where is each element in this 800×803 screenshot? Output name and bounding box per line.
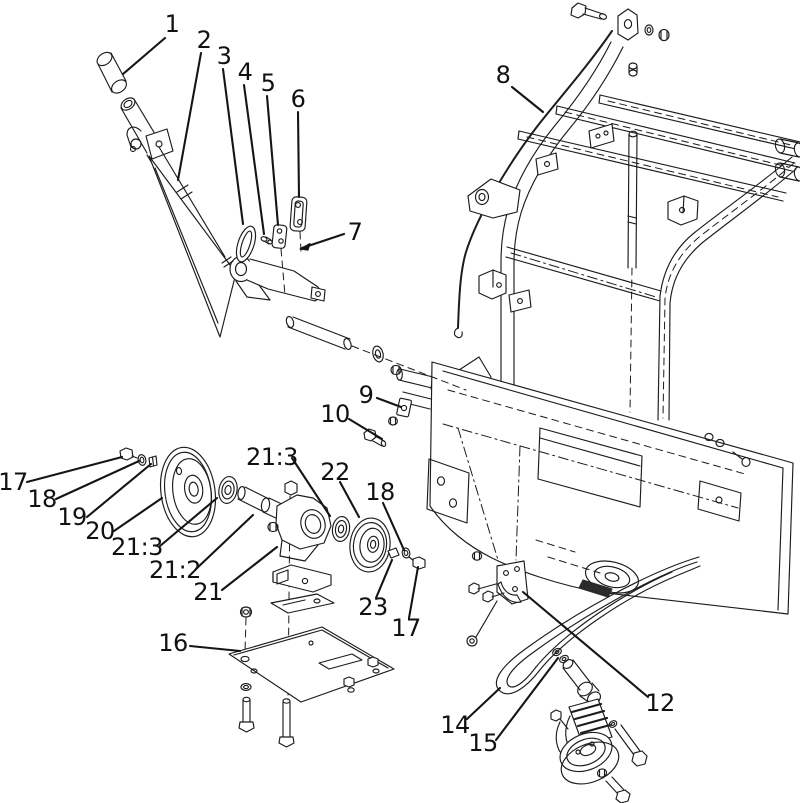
callout-leader-2-1 xyxy=(176,51,203,182)
spring-idler-part15 xyxy=(550,647,648,803)
callout-label-21:3-17: 21:3 xyxy=(246,443,298,471)
bolt-part17-right xyxy=(408,556,426,570)
callout-leader-21:3-17 xyxy=(290,456,332,518)
callout-label-5-4: 5 xyxy=(261,69,276,97)
callout-leader-8-7 xyxy=(510,85,545,114)
bolt-part17-left xyxy=(119,447,138,461)
washer-part18-right xyxy=(401,547,411,559)
frame-lower-body xyxy=(426,361,794,615)
callout-label-17-10: 17 xyxy=(0,468,28,496)
callout-leader-7-6 xyxy=(300,232,346,250)
pulley-part22 xyxy=(349,517,391,573)
idler-pulley-assembly xyxy=(119,446,426,748)
frame-weldment xyxy=(396,2,800,615)
callout-label-21:2-15: 21:2 xyxy=(149,556,201,584)
callout-leader-17-21 xyxy=(407,565,420,620)
tab-part23 xyxy=(387,547,400,559)
callout-label-15-24: 15 xyxy=(468,729,498,757)
callout-label-9-8: 9 xyxy=(359,381,374,409)
callout-label-8-7: 8 xyxy=(496,61,511,89)
bearing-part21-3-left xyxy=(218,476,238,504)
belt-idler-group xyxy=(466,551,701,803)
callout-leader-9-8 xyxy=(375,396,403,409)
bracket-part12 xyxy=(466,551,529,647)
link-part6 xyxy=(289,196,308,232)
pulley-part20 xyxy=(159,446,217,538)
rod-washer xyxy=(372,345,384,363)
callout-label-7-6: 7 xyxy=(348,218,363,246)
callout-leader-17-10 xyxy=(25,455,124,484)
callout-leader-22-18 xyxy=(338,480,361,519)
callout-label-18-11: 18 xyxy=(27,485,57,513)
callout-label-18-19: 18 xyxy=(365,478,395,506)
rod-nut xyxy=(390,364,402,376)
frame-brackets xyxy=(478,123,699,313)
callout-leader-14-23 xyxy=(465,686,502,721)
cable-rod-part8 xyxy=(453,30,613,339)
mount-channel xyxy=(270,564,335,614)
washer-part18-left xyxy=(137,454,147,466)
callout-label-21:3-14: 21:3 xyxy=(111,533,163,561)
keeper-part9 xyxy=(388,397,413,426)
callout-label-6-5: 6 xyxy=(291,85,306,113)
callout-label-14-23: 14 xyxy=(440,711,470,739)
callout-leader-21:3-14 xyxy=(158,496,219,548)
callout-leader-21-16 xyxy=(220,545,279,592)
frame-top-nut xyxy=(658,28,670,42)
callout-leader-18-11 xyxy=(54,459,141,501)
engine-pulley xyxy=(578,560,640,598)
callout-leader-18-19 xyxy=(381,501,406,552)
callout-label-16-22: 16 xyxy=(158,629,188,657)
callout-leader-6-5 xyxy=(296,110,301,199)
callout-leader-19-12 xyxy=(85,462,153,519)
callout-label-10-9: 10 xyxy=(320,400,350,428)
callout-label-1-0: 1 xyxy=(165,10,180,38)
callout-label-21-16: 21 xyxy=(193,578,223,606)
pin-part4 xyxy=(260,236,273,245)
callout-label-3-2: 3 xyxy=(217,42,232,70)
mount-plate-part16 xyxy=(228,626,395,703)
callout-label-22-18: 22 xyxy=(320,458,350,486)
bearing-part21-3-right xyxy=(331,515,351,543)
callout-leader-21:2-15 xyxy=(194,513,255,571)
lever-pivot-lug xyxy=(467,178,521,219)
callout-leader-16-22 xyxy=(188,644,242,653)
handle-grip-part1 xyxy=(96,51,127,94)
callout-leader-4-3 xyxy=(242,83,266,236)
callout-label-2-1: 2 xyxy=(197,26,212,54)
callout-leader-5-4 xyxy=(265,94,280,227)
callout-label-4-3: 4 xyxy=(238,58,253,86)
frame-right-post xyxy=(657,156,797,421)
frame-top-washer xyxy=(644,24,654,36)
callout-label-20-13: 20 xyxy=(85,517,115,545)
pivot-rod xyxy=(285,315,467,391)
frame-top-lug xyxy=(617,8,639,41)
block-part5 xyxy=(271,224,288,249)
callout-leader-1-0 xyxy=(121,36,167,76)
frame-top-rails xyxy=(517,94,800,202)
callout-label-17-21: 17 xyxy=(391,614,421,642)
lever-tube-part2 xyxy=(120,97,326,338)
bolt-part10 xyxy=(363,428,387,447)
frame-center-rod xyxy=(627,130,638,413)
handle-lever-assembly xyxy=(96,51,326,338)
callout-leader-10-9 xyxy=(347,417,384,441)
callout-label-19-12: 19 xyxy=(57,503,87,531)
callout-label-12-25: 12 xyxy=(645,689,675,717)
callout-leader-12-25 xyxy=(521,590,650,699)
callout-leader-3-2 xyxy=(221,67,245,226)
frame-mid-rail xyxy=(505,246,662,302)
callout-leader-15-24 xyxy=(494,656,560,742)
plate-hardware xyxy=(238,606,295,748)
frame-top-bolt xyxy=(570,2,608,20)
callout-leader-20-13 xyxy=(112,496,164,533)
callout-label-23-20: 23 xyxy=(358,593,388,621)
callout-leader-23-20 xyxy=(374,558,394,600)
strap-part3 xyxy=(235,225,257,263)
